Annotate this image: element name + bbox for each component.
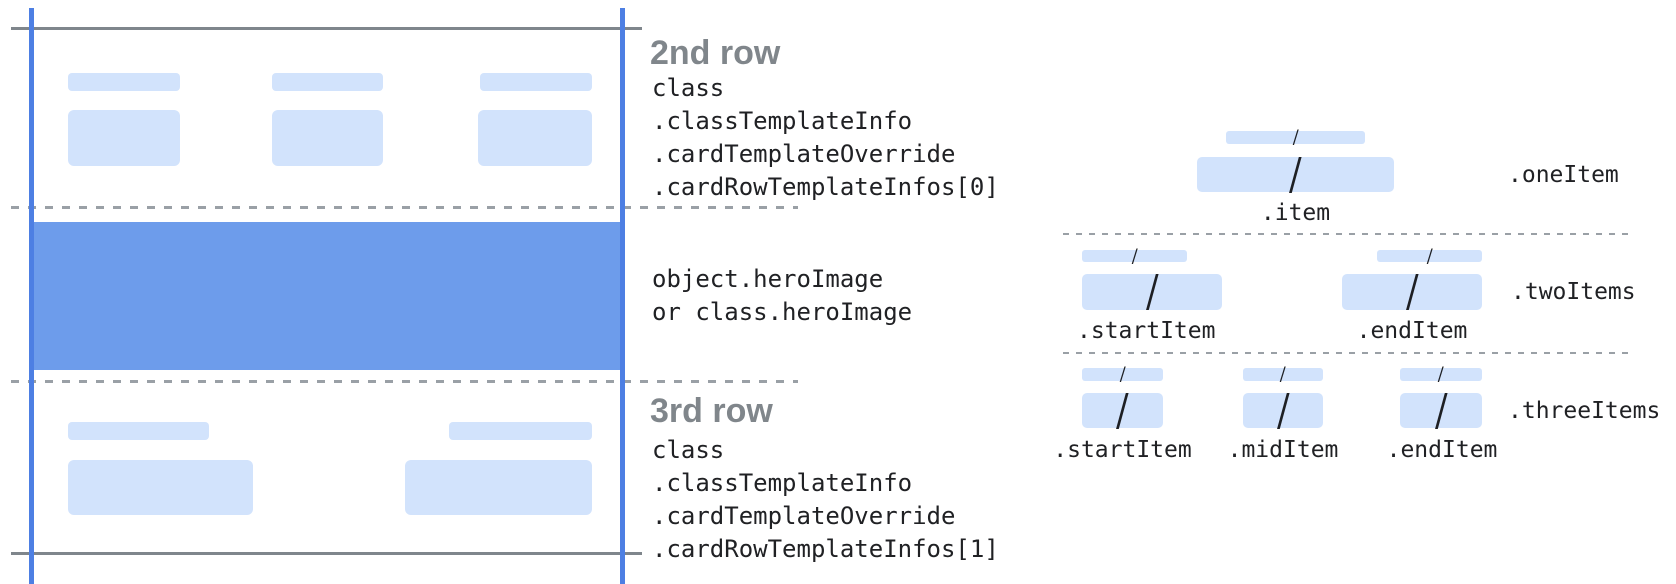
start-item-label: .startItem	[1053, 437, 1192, 463]
end-item-label: .endItem	[1386, 437, 1498, 463]
card-bottom-boundary-line	[11, 552, 642, 555]
code-line: .cardRowTemplateInfos[0]	[652, 173, 999, 201]
three-items-end-label-placeholder: /	[1400, 363, 1482, 385]
slash-glyph: /	[1275, 384, 1291, 436]
two-items-start-label-placeholder: /	[1082, 246, 1187, 265]
slash-glyph: /	[1437, 363, 1445, 385]
row2-col2-label-placeholder	[272, 73, 383, 91]
hero-image-band	[34, 222, 620, 370]
two-items-group-label: .twoItems	[1511, 279, 1636, 305]
slash-glyph: /	[1130, 244, 1139, 267]
row2-col3-value-placeholder	[478, 110, 592, 166]
third-row-heading: 3rd row	[650, 392, 773, 430]
two-items-start-value-placeholder: /	[1082, 270, 1222, 314]
code-line: object.heroImage	[652, 265, 884, 293]
row2-col3-label-placeholder	[480, 73, 592, 91]
slash-glyph: /	[1118, 363, 1127, 385]
one-item-value-placeholder: /	[1197, 152, 1394, 196]
slash-glyph: /	[1144, 266, 1160, 317]
one-two-items-divider-dashed-line	[1063, 233, 1630, 235]
hero-image-code-path: object.heroImage or class.heroImage	[652, 263, 912, 329]
start-item-label: .startItem	[1077, 318, 1216, 344]
mid-item-label: .midItem	[1227, 437, 1339, 463]
code-line: .cardTemplateOverride	[652, 140, 956, 168]
three-items-end-value-placeholder: /	[1400, 388, 1482, 432]
row3-col1-value-placeholder	[68, 460, 253, 515]
slash-glyph: /	[1114, 384, 1131, 436]
row3-col2-label-placeholder	[449, 422, 592, 440]
code-line: .classTemplateInfo	[652, 469, 913, 497]
row2-col1-value-placeholder	[68, 110, 180, 166]
three-items-start-value-placeholder: /	[1082, 388, 1163, 432]
end-item-label: .endItem	[1356, 318, 1468, 344]
row2-col1-label-placeholder	[68, 73, 180, 91]
one-item-group-label: .oneItem	[1508, 161, 1619, 188]
two-items-end-label-placeholder: /	[1377, 246, 1482, 265]
card-edge-guide-left	[29, 8, 34, 584]
slash-glyph: /	[1404, 266, 1420, 317]
second-row-heading: 2nd row	[650, 34, 781, 72]
code-line: .classTemplateInfo	[652, 107, 913, 135]
row2-hero-divider-dashed-line	[11, 206, 798, 209]
slash-glyph: /	[1287, 148, 1304, 200]
card-edge-guide-right	[620, 8, 625, 584]
code-line: class	[652, 74, 725, 102]
third-row-code-path: class .classTemplateInfo .cardTemplateOv…	[652, 434, 999, 566]
hero-row3-divider-dashed-line	[11, 380, 798, 383]
one-item-label-placeholder: /	[1226, 126, 1365, 148]
three-items-mid-label-placeholder: /	[1243, 363, 1323, 385]
row3-col2-value-placeholder	[405, 460, 592, 515]
code-line: .cardRowTemplateInfos[1]	[652, 535, 999, 563]
row2-col2-value-placeholder	[272, 110, 383, 166]
slash-glyph: /	[1425, 244, 1434, 267]
code-line: or class.heroImage	[652, 298, 913, 326]
three-items-group-label: .threeItems	[1508, 397, 1661, 424]
slash-glyph: /	[1291, 126, 1300, 148]
slash-glyph: /	[1433, 384, 1449, 436]
two-three-items-divider-dashed-line	[1063, 352, 1630, 354]
row3-col1-label-placeholder	[68, 422, 209, 440]
card-top-boundary-line	[11, 27, 642, 30]
two-items-end-value-placeholder: /	[1342, 270, 1482, 314]
code-line: .cardTemplateOverride	[652, 502, 956, 530]
three-items-mid-value-placeholder: /	[1243, 388, 1323, 432]
code-line: class	[652, 436, 725, 464]
three-items-start-label-placeholder: /	[1082, 363, 1163, 385]
item-label: .item	[1260, 200, 1331, 226]
slash-glyph: /	[1279, 363, 1287, 385]
second-row-code-path: class .classTemplateInfo .cardTemplateOv…	[652, 72, 999, 204]
